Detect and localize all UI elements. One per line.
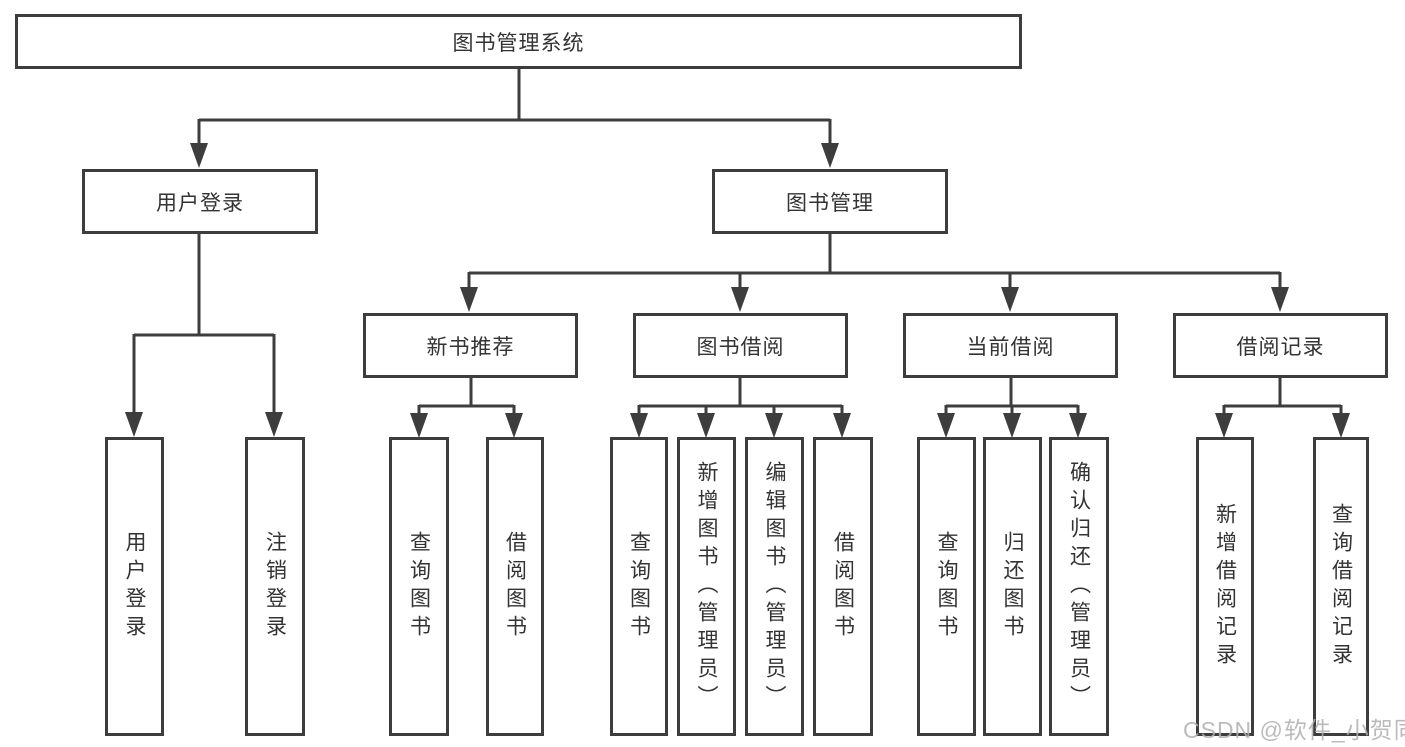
connector-user-login-group bbox=[132, 234, 276, 414]
node-label: 查询图书 bbox=[407, 530, 431, 643]
leaf-add-book-admin: 新增图书（管理员） bbox=[677, 437, 736, 736]
csdn-watermark: CSDN @软件_小贺同学 bbox=[1183, 717, 1405, 743]
node-label: 编辑图书（管理员） bbox=[763, 460, 786, 713]
node-label: 图书管理 bbox=[786, 191, 874, 215]
node-label: 图书借阅 bbox=[696, 335, 785, 359]
connector-current-borrowing-group bbox=[944, 378, 1080, 415]
node-label: 借阅记录 bbox=[1236, 335, 1325, 359]
node-book-management: 图书管理 bbox=[712, 169, 948, 234]
connector-new-book-group bbox=[417, 378, 516, 415]
leaf-add-borrow-record: 新增借阅记录 bbox=[1196, 437, 1254, 736]
node-label: 借阅图书 bbox=[831, 530, 855, 643]
node-label: 图书管理系统 bbox=[452, 31, 585, 55]
node-label: 归还图书 bbox=[1001, 530, 1024, 643]
node-label: 确认归还（管理员） bbox=[1067, 460, 1091, 713]
leaf-query-books-borrowing: 查询图书 bbox=[610, 437, 668, 736]
leaf-user-login: 用户登录 bbox=[105, 437, 164, 736]
leaf-confirm-return-admin: 确认归还（管理员） bbox=[1049, 437, 1109, 736]
node-label: 查询图书 bbox=[627, 530, 651, 643]
node-root-library-management-system: 图书管理系统 bbox=[15, 14, 1022, 69]
node-label: 当前借阅 bbox=[966, 335, 1055, 359]
node-label: 注销登录 bbox=[263, 530, 287, 643]
connector-root-to-level1 bbox=[197, 69, 832, 145]
node-label: 借阅图书 bbox=[503, 530, 527, 643]
leaf-query-books-recommend: 查询图书 bbox=[389, 437, 449, 736]
node-new-book-recommendation: 新书推荐 bbox=[363, 313, 578, 378]
node-label: 用户登录 bbox=[156, 191, 244, 215]
node-label: 查询图书 bbox=[935, 530, 958, 643]
connector-borrowing-records-group bbox=[1222, 378, 1343, 415]
node-current-borrowing: 当前借阅 bbox=[903, 313, 1118, 378]
leaf-query-borrow-record: 查询借阅记录 bbox=[1313, 437, 1369, 736]
leaf-borrow-books-borrowing: 借阅图书 bbox=[813, 437, 873, 736]
node-label: 新书推荐 bbox=[426, 335, 515, 359]
connector-book-management-to-level2 bbox=[467, 234, 1282, 289]
node-borrowing-records: 借阅记录 bbox=[1173, 313, 1388, 378]
node-label: 新增借阅记录 bbox=[1213, 502, 1237, 671]
leaf-edit-book-admin: 编辑图书（管理员） bbox=[745, 437, 804, 736]
arrowheads bbox=[125, 143, 1350, 438]
leaf-query-books-current: 查询图书 bbox=[917, 437, 976, 736]
leaf-borrow-books-recommend: 借阅图书 bbox=[486, 437, 544, 736]
node-user-login: 用户登录 bbox=[82, 169, 318, 234]
leaf-return-books: 归还图书 bbox=[983, 437, 1042, 736]
node-label: 用户登录 bbox=[123, 530, 146, 643]
node-book-borrowing: 图书借阅 bbox=[633, 313, 848, 378]
node-label: 查询借阅记录 bbox=[1329, 502, 1353, 671]
connector-book-borrowing-group bbox=[637, 378, 844, 415]
leaf-logout: 注销登录 bbox=[245, 437, 305, 736]
node-label: 新增图书（管理员） bbox=[695, 460, 718, 713]
